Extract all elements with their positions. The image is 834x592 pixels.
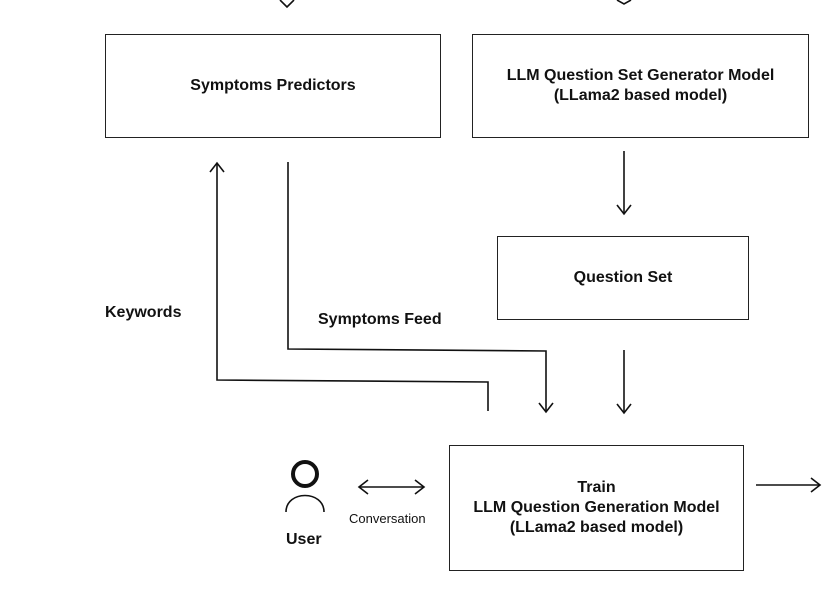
- arrow-train-output: [756, 477, 822, 493]
- question-set-box: Question Set: [497, 236, 749, 320]
- train-model-box: Train LLM Question Generation Model (LLa…: [449, 445, 744, 571]
- keywords-label: Keywords: [105, 304, 182, 321]
- symptoms-predictors-box: Symptoms Predictors: [105, 34, 441, 138]
- conversation-label: Conversation: [349, 511, 426, 526]
- entry-arrow-generator: [616, 0, 632, 5]
- train-model-line-2: LLM Question Generation Model: [473, 499, 720, 516]
- user-label: User: [286, 531, 322, 548]
- train-model-line-3: (LLama2 based model): [509, 519, 684, 536]
- arrow-symptoms-feed: [287, 162, 554, 414]
- symptoms-predictors-title: Symptoms Predictors: [190, 77, 356, 94]
- user-icon: [285, 460, 325, 513]
- entry-arrow-symptoms: [279, 0, 295, 9]
- question-set-title: Question Set: [573, 269, 673, 286]
- question-set-generator-title: LLM Question Set Generator Model: [506, 67, 775, 84]
- arrow-generator-to-question-set: [616, 151, 632, 216]
- arrow-question-set-to-train: [616, 350, 632, 415]
- symptoms-feed-label: Symptoms Feed: [318, 311, 442, 328]
- question-set-generator-subtitle: (LLama2 based model): [553, 87, 728, 104]
- train-model-line-1: Train: [577, 479, 616, 496]
- arrow-keywords: [209, 161, 489, 411]
- question-set-generator-box: LLM Question Set Generator Model (LLama2…: [472, 34, 809, 138]
- arrow-conversation: [357, 479, 426, 495]
